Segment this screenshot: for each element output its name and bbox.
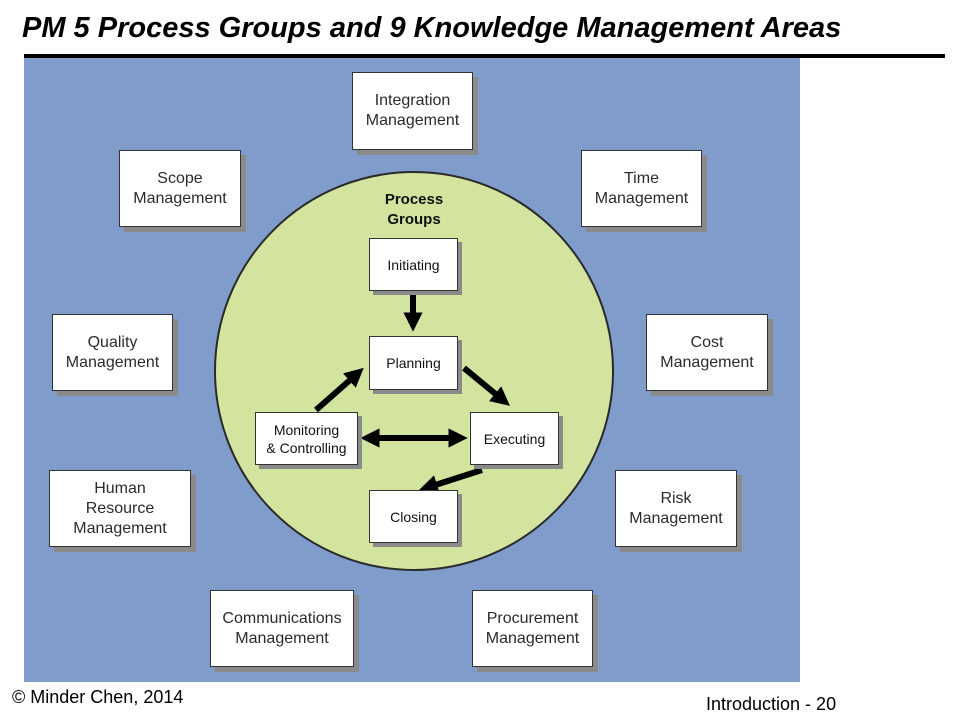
diagram-panel: Process Groups Integration Management Ti… — [24, 58, 800, 682]
pg-closing: Closing — [369, 490, 458, 543]
process-flow-arrows — [314, 291, 510, 494]
ka-scope-management: Scope Management — [119, 150, 241, 227]
slide-number-footer: Introduction - 20 — [706, 694, 837, 714]
ka-quality-management: Quality Management — [52, 314, 173, 391]
pg-planning: Planning — [369, 336, 458, 390]
ka-procurement-management: Procurement Management — [472, 590, 593, 667]
arrow-planning-to-executing — [462, 365, 510, 406]
process-groups-label: Process Groups — [384, 191, 444, 228]
pg-executing: Executing — [470, 412, 559, 465]
ka-communications-management: Communications Management — [210, 590, 354, 667]
arrow-executing-to-closing — [418, 467, 483, 494]
ka-cost-management: Cost Management — [646, 314, 768, 391]
pg-initiating: Initiating — [369, 238, 458, 291]
ka-risk-management: Risk Management — [615, 470, 737, 547]
title-rule — [24, 54, 945, 58]
ka-human-resource-management: Human Resource Management — [49, 470, 191, 547]
ka-time-management: Time Management — [581, 150, 702, 227]
copyright-footer: © Minder Chen, 2014 — [12, 687, 184, 707]
arrow-monitoring-to-planning — [314, 367, 364, 413]
slide-title: PM 5 Process Groups and 9 Knowledge Mana… — [22, 12, 842, 44]
ka-integration-management: Integration Management — [352, 72, 473, 150]
pg-monitoring-controlling: Monitoring & Controlling — [255, 412, 358, 465]
